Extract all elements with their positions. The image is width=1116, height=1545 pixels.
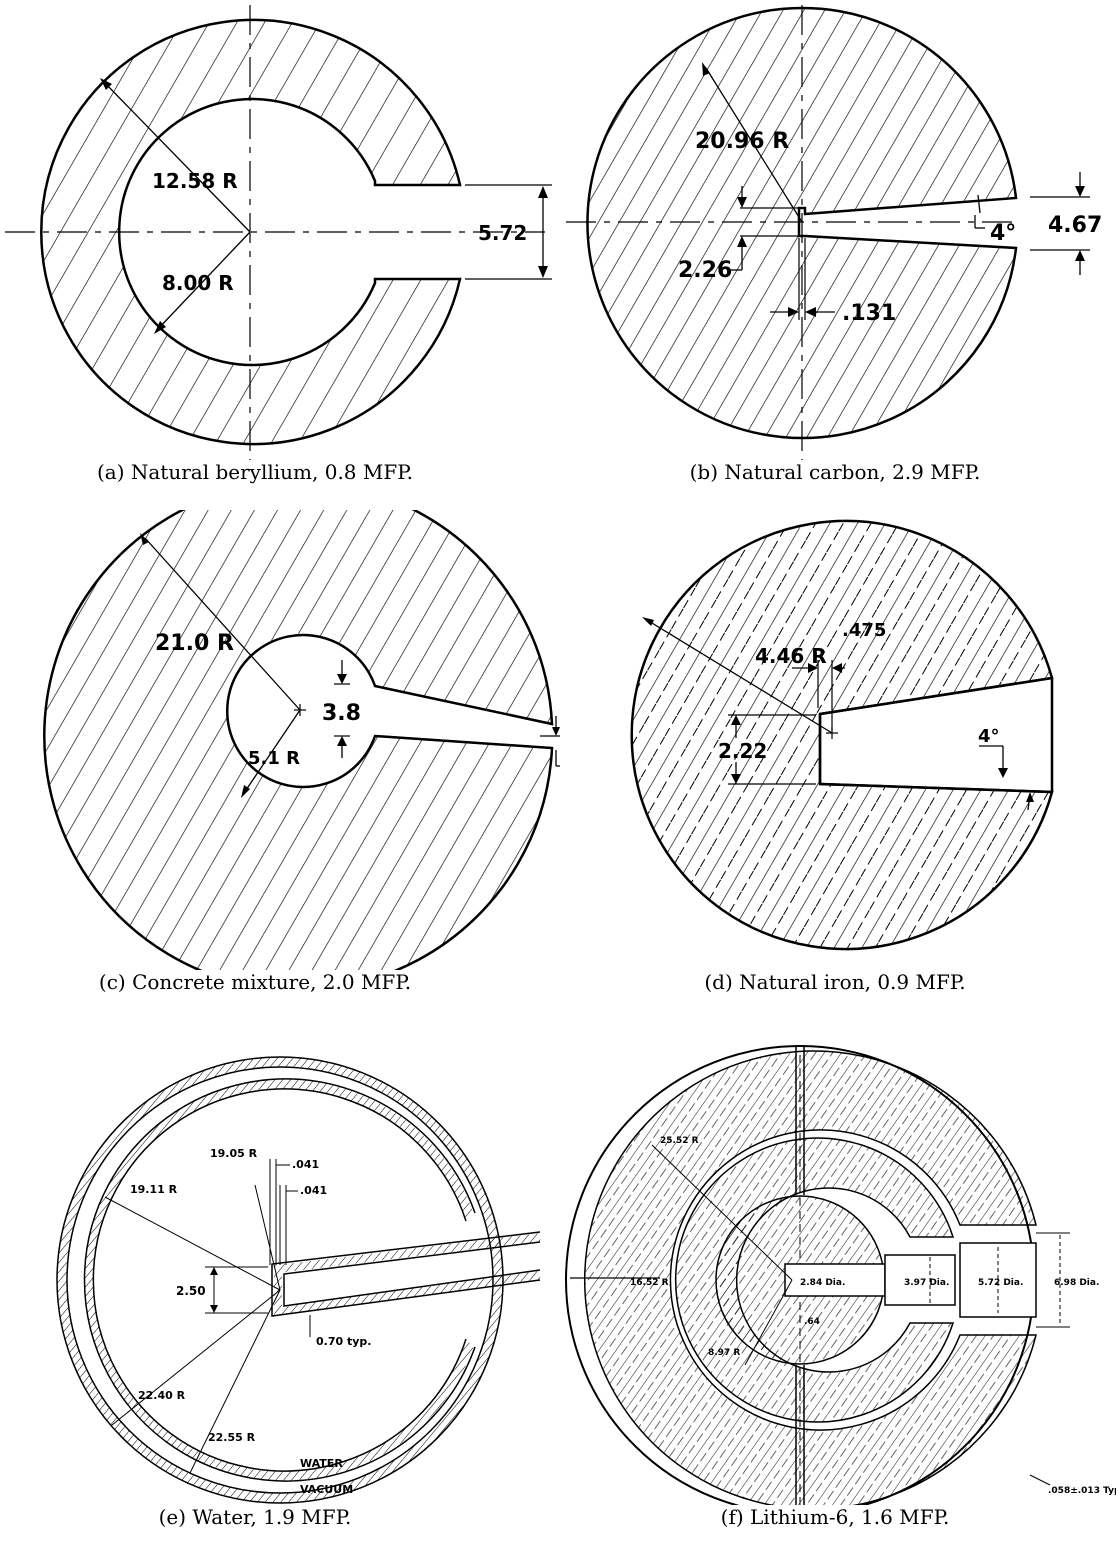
iron-sphere xyxy=(630,519,1054,951)
angle-label: 4° xyxy=(990,221,1016,246)
gap-label: .64 xyxy=(804,1317,820,1327)
outer-radius-label: 21.0 R xyxy=(155,631,234,656)
caption-e: (e) Water, 1.9 MFP. xyxy=(158,1505,352,1529)
slot-width-label: 4.67 xyxy=(1048,213,1102,238)
r2-label: 19.11 R xyxy=(130,1183,178,1196)
d3-label: 5.72 Dia. xyxy=(978,1278,1023,1288)
vacuum-label: VACUUM xyxy=(300,1483,353,1496)
slot-tube xyxy=(274,1233,541,1316)
outer-lithium-ring xyxy=(583,1050,1037,1505)
caption-f: (f) Lithium-6, 1.6 MFP. xyxy=(720,1505,950,1529)
panel-e-water-diagram: 19.05 R 19.11 R .041 .041 2.50 0.70 typ.… xyxy=(0,1015,560,1505)
panel-d-iron-diagram: 4.46 R .475 2.22 4° xyxy=(560,510,1116,970)
r1-label: 19.05 R xyxy=(210,1147,258,1160)
caption-d: (d) Natural iron, 0.9 MFP. xyxy=(704,970,966,994)
r-inner-label: 8.97 R xyxy=(708,1348,740,1358)
slot-label: 2.50 xyxy=(176,1284,206,1298)
cavity-width-label: .475 xyxy=(842,620,886,641)
outer-radius-label: 12.58 R xyxy=(152,169,238,193)
r-mid-label: 16.52 R xyxy=(630,1278,669,1288)
d4-label: 6.98 Dia. xyxy=(1054,1278,1099,1288)
inner-radius-label: 5.1 R xyxy=(248,748,300,769)
r3-label: 22.40 R xyxy=(138,1389,186,1402)
d2-label: 3.97 Dia. xyxy=(904,1278,949,1288)
caption-a: (a) Natural beryllium, 0.8 MFP. xyxy=(97,460,413,484)
concrete-sphere xyxy=(43,510,554,970)
panel-a-beryllium-diagram: 12.58 R 8.00 R 5.72 xyxy=(0,0,560,460)
center-slot xyxy=(784,1263,886,1297)
r4-label: 22.55 R xyxy=(208,1431,256,1444)
slot-width-label: 3.8 xyxy=(322,701,361,726)
caption-b: (b) Natural carbon, 2.9 MFP. xyxy=(689,460,981,484)
cavity-width-label: .131 xyxy=(842,301,896,326)
outer-radius-label: 20.96 R xyxy=(695,129,789,154)
r-outer-label: 25.52 R xyxy=(660,1136,699,1146)
t1-label: .041 xyxy=(292,1158,319,1171)
slot-width-label: 5.72 xyxy=(478,221,527,245)
water-label: WATER xyxy=(300,1457,343,1470)
wall-label: .058±.013 Typ. xyxy=(1048,1486,1116,1496)
inner-radius-label: 8.00 R xyxy=(162,271,234,295)
cavity-height-label: 2.26 xyxy=(678,258,732,283)
panel-b-carbon-diagram: 20.96 R 4.67 4° 2.26 .131 xyxy=(560,0,1116,460)
outer-radius-label: 4.46 R xyxy=(755,644,827,668)
angle-label: 4° xyxy=(978,726,1000,747)
caption-c: (c) Concrete mixture, 2.0 MFP. xyxy=(98,970,412,994)
panel-f-lithium-diagram: 25.52 R 16.52 R 8.97 R 2.84 Dia. 3.97 Di… xyxy=(560,1015,1116,1505)
typ-label: 0.70 typ. xyxy=(316,1335,371,1348)
carbon-sphere xyxy=(586,6,1018,440)
d1-label: 2.84 Dia. xyxy=(800,1278,845,1288)
panel-c-concrete-diagram: 21.0 R 5.1 R 3.8 4° xyxy=(0,510,560,970)
cavity-height-label: 2.22 xyxy=(718,739,767,763)
inner-shell xyxy=(83,1079,475,1481)
t2-label: .041 xyxy=(300,1184,327,1197)
